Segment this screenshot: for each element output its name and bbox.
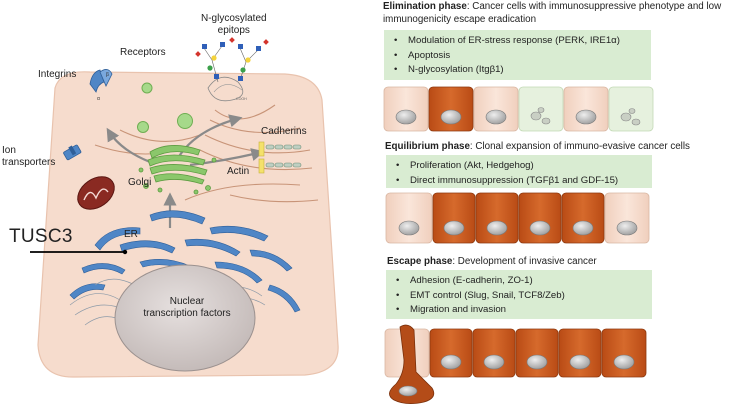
mechanism-er-stress: Modulation of ER-stress response (PERK, … (394, 34, 651, 49)
elimination-phase-title: Elimination phase: Cancer cells with imm… (383, 1, 723, 26)
escape-cell-row (384, 324, 647, 404)
elimination-mechanisms-box: Modulation of ER-stress response (PERK, … (384, 30, 651, 80)
cell-illustration: α β (30, 37, 339, 378)
nucleus (114, 264, 256, 372)
label-cadherins: Cadherins (261, 126, 307, 137)
escape-mechanisms-box: Adhesion (E-cadherin, ZO-1) EMT control … (386, 270, 652, 319)
elimination-phase-description: : Cancer cells with immunosuppressive ph… (383, 1, 722, 25)
svg-text:COOH: COOH (236, 97, 247, 101)
label-nuclear-transcription-factors: Nuclear transcription factors (143, 296, 231, 319)
endoplasmic-reticulum (69, 210, 301, 313)
elimination-phase-name: Elimination phase (383, 1, 467, 12)
svg-text:α: α (97, 96, 100, 102)
tusc3-pointer-dot (122, 249, 128, 255)
escape-phase-description: : Development of invasive cancer (452, 256, 597, 267)
label-golgi: Golgi (128, 177, 152, 188)
equilibrium-phase-description: : Clonal expansion of immuno-evasive can… (469, 141, 690, 152)
ion-transporter (63, 144, 82, 161)
label-er: ER (124, 229, 138, 240)
label-ion-transporters: Ion transporters (2, 145, 56, 168)
mitochondrion (77, 176, 115, 210)
mechanism-n-glycosylation: N-glycosylation (Itgβ1) (394, 63, 651, 78)
mechanism-adhesion: Adhesion (E-cadherin, ZO-1) (396, 274, 652, 289)
label-actin: Actin (227, 166, 250, 177)
invading-cell (389, 324, 435, 404)
integrin-receptor: α β (89, 69, 113, 102)
elimination-cell-row (383, 86, 654, 132)
escape-phase-name: Escape phase (387, 256, 453, 267)
mechanism-apoptosis: Apoptosis (394, 49, 651, 64)
equilibrium-cell-row (385, 192, 650, 244)
mechanism-emt-control: EMT control (Slug, Snail, TCF8/Zeb) (396, 289, 652, 304)
label-receptors: Receptors (120, 47, 166, 58)
svg-text:β: β (106, 72, 109, 78)
mechanism-proliferation: Proliferation (Akt, Hedgehog) (396, 159, 652, 174)
cadherin-complexes (258, 141, 302, 174)
equilibrium-phase-name: Equilibrium phase (385, 141, 470, 152)
escape-phase-title: Escape phase: Development of invasive ca… (387, 256, 727, 269)
receptor-vesicles (137, 82, 193, 133)
glycan-epitopes: COOH (195, 37, 269, 102)
label-n-glycosylated-epitops: N-glycosylated epitops (201, 13, 267, 36)
label-integrins: Integrins (38, 69, 77, 80)
equilibrium-phase-title: Equilibrium phase: Clonal expansion of i… (385, 141, 725, 154)
equilibrium-mechanisms-box: Proliferation (Akt, Hedgehog) Direct imm… (386, 155, 652, 188)
label-tusc3: TUSC3 (9, 226, 73, 247)
mechanism-migration-invasion: Migration and invasion (396, 303, 652, 318)
golgi-apparatus (138, 145, 217, 195)
mechanism-immunosuppression: Direct immunosuppression (TGFβ1 and GDF-… (396, 174, 652, 189)
